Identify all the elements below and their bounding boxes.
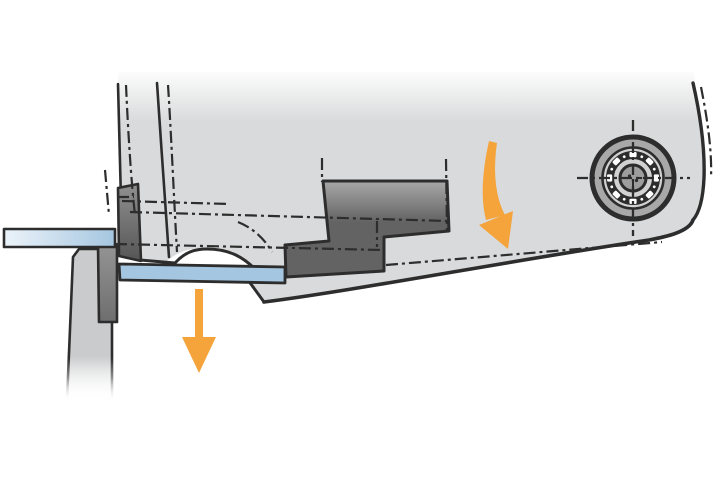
base-support — [2, 227, 122, 408]
press-down-arrow — [182, 289, 216, 373]
cutter-block — [283, 179, 451, 279]
hub-bearing-slot — [612, 190, 621, 199]
hub-bearing-slots — [607, 152, 659, 204]
arm-bottom-edge — [262, 218, 695, 304]
phantom-lines — [103, 84, 713, 267]
hub-bearing-dot — [610, 185, 614, 189]
phantom-line — [124, 84, 137, 216]
hub-bearing-slot — [645, 190, 654, 199]
arm-underside-curve — [138, 247, 257, 271]
rotation-arrow-head — [479, 211, 513, 249]
table-edge-strip — [2, 227, 117, 249]
hub-bearing-slot — [653, 174, 659, 182]
hub-center-detail-dot — [627, 174, 632, 178]
phantom-line — [237, 220, 273, 253]
arm-right-edge — [691, 81, 706, 222]
hub-center-detail-dot — [634, 178, 639, 183]
clamp-bar — [117, 262, 287, 285]
hub-bearing-dot — [652, 167, 656, 171]
motion-arrows — [182, 141, 513, 373]
phantom-line — [385, 240, 663, 267]
hub-bearing-dot — [610, 167, 614, 171]
hub-bearing-slot — [629, 152, 637, 158]
leg-fade-overlay — [56, 356, 122, 408]
rotation-arrow-shaft — [482, 141, 505, 220]
hub-bearing-dot — [640, 155, 644, 159]
hub-bearing-slot — [612, 157, 621, 166]
pivot-hub — [577, 120, 690, 236]
phantom-line — [121, 199, 231, 206]
arm-left-edge-line-2 — [155, 81, 171, 259]
phantom-line — [166, 84, 179, 253]
phantom-line — [129, 210, 449, 223]
arm-left-bracket — [116, 182, 143, 263]
hub-bearing-dot — [622, 197, 626, 201]
phantom-line — [103, 169, 111, 216]
hub-bearing-dot — [640, 197, 644, 201]
hub-bearing-slot — [645, 157, 654, 166]
hub-bearing-dot — [622, 155, 626, 159]
phantom-line — [699, 86, 713, 179]
phantom-line — [114, 242, 384, 252]
support-side-block — [96, 243, 119, 324]
hub-bearing-dot — [652, 185, 656, 189]
